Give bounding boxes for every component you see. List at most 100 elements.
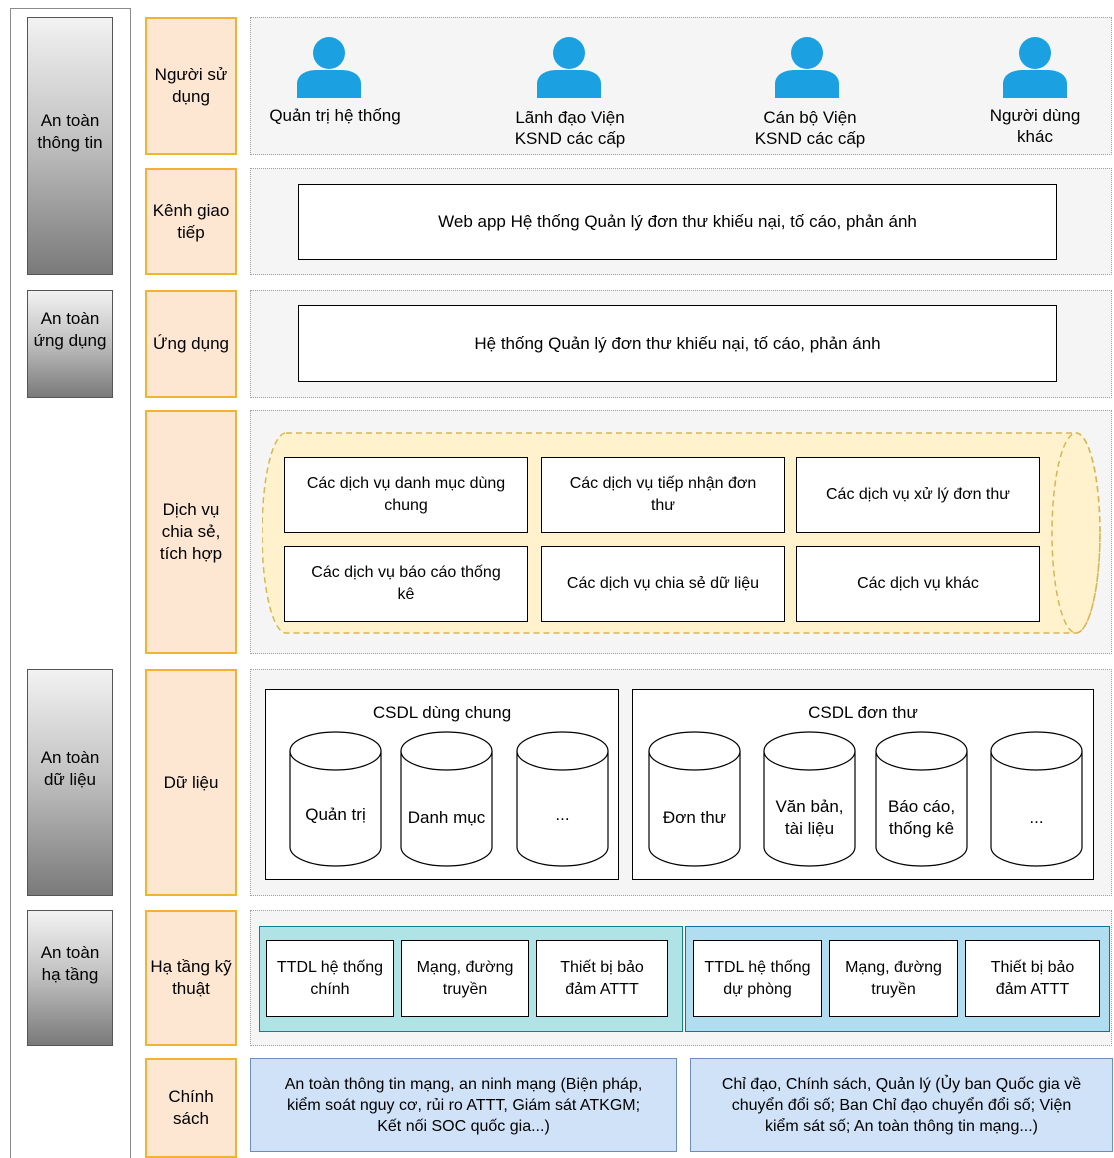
user-icon — [537, 37, 601, 98]
database-label-line: Đơn thư — [662, 808, 727, 827]
web-app-label: Web app Hệ thống Quản lý đơn thư khiếu n… — [438, 212, 917, 231]
database-label-line: Danh mục — [407, 808, 486, 827]
user-label-other: Người dùng khác — [960, 105, 1110, 147]
infra-label-line: dự phòng — [723, 980, 792, 998]
infra-label-line: đảm ATTT — [565, 980, 639, 998]
database-icon — [990, 731, 1083, 867]
infra-label-line: Thiết bị bảo — [560, 958, 644, 976]
policy-label-line: An toàn thông tin mạng, an ninh mạng (Bi… — [284, 1075, 643, 1093]
db-group-title: CSDL đơn thư — [808, 703, 918, 722]
db-group-title: CSDL dùng chung — [372, 703, 512, 722]
infra-label-line: Thiết bị bảo — [990, 958, 1075, 976]
layer-label-line: tích hợp — [159, 544, 223, 563]
infra-label-line: truyền — [871, 980, 916, 998]
user-label-line: Cán bộ Viện — [763, 108, 857, 127]
security-label-line: An toàn — [40, 943, 100, 962]
policy-label-line: Kết nối SOC quốc gia...) — [377, 1117, 550, 1135]
application-label: Hệ thống Quản lý đơn thư khiếu nại, tố c… — [474, 333, 881, 353]
security-label-line: ứng dụng — [33, 331, 107, 350]
service-label-line: Các dịch vụ xử lý đơn thư — [826, 486, 1010, 503]
policy-box-cybersecurity: An toàn thông tin mạng, an ninh mạng (Bi… — [250, 1058, 677, 1152]
database-label: Đơn thư — [648, 770, 741, 866]
infra-box: TTDL hệ thống dự phòng — [693, 940, 822, 1017]
database-label: Danh mục — [400, 770, 493, 866]
security-label-line: thông tin — [37, 133, 103, 152]
database-icon — [648, 731, 741, 867]
database-label: ... — [990, 770, 1083, 866]
service-label-line: kê — [397, 586, 415, 603]
layer-label-line: Dịch vụ — [162, 500, 220, 519]
database-label-line: Quản trị — [305, 805, 366, 824]
service-box: Các dịch vụ tiếp nhận đơn thư — [541, 457, 785, 533]
policy-label-line: Chỉ đạo, Chính sách, Quản lý (Ủy ban Quố… — [721, 1075, 1082, 1093]
policy-label-line: kiểm soát nguy cơ, rủi ro ATTT, Giám sát… — [286, 1096, 641, 1114]
infra-label-line: Mạng, đường — [845, 958, 942, 976]
layer-label-line: Ứng dụng — [153, 334, 229, 353]
service-box: Các dịch vụ xử lý đơn thư — [796, 457, 1040, 533]
layer-users: Người sử dụng — [145, 17, 237, 155]
service-box: Các dịch vụ danh mục dùng chung — [284, 457, 528, 533]
user-label-line: Lãnh đạo Viện — [515, 108, 625, 127]
user-icon — [297, 37, 361, 98]
service-label-line: Các dịch vụ tiếp nhận đơn — [569, 475, 757, 492]
service-label-line: thư — [650, 497, 676, 514]
database-label-line: Văn bản, — [775, 797, 844, 816]
infra-label-line: TTDL hệ thống — [276, 958, 384, 976]
user-label-line: KSND các cấp — [514, 129, 626, 148]
database-label-line: Báo cáo, — [887, 797, 956, 816]
database-icon — [763, 731, 856, 867]
database-label: Báo cáo, thống kê — [875, 770, 968, 866]
layer-label-line: sách — [173, 1109, 209, 1128]
infra-label-line: chính — [310, 980, 350, 998]
database-icon — [875, 731, 968, 867]
layer-data: Dữ liệu — [145, 669, 237, 896]
layer-label-line: Chính — [168, 1087, 214, 1106]
infra-box: Mạng, đường truyền — [829, 940, 958, 1017]
policy-box-governance: Chỉ đạo, Chính sách, Quản lý (Ủy ban Quố… — [690, 1058, 1113, 1152]
layer-services: Dịch vụ chia sẻ, tích hợp — [145, 410, 237, 654]
user-icon — [1003, 37, 1067, 98]
database-icon — [289, 731, 382, 867]
layer-label-line: chia sẻ, — [161, 522, 221, 541]
user-label-line: khác — [1017, 127, 1053, 146]
infra-label-line: Mạng, đường — [416, 958, 514, 976]
infra-box: Thiết bị bảo đảm ATTT — [536, 940, 668, 1017]
security-label-line: dữ liệu — [43, 769, 96, 789]
service-label-line: Các dịch vụ khác — [857, 575, 979, 592]
security-infra-block: An toàn hạ tầng — [27, 910, 113, 1046]
database-icon — [516, 731, 609, 867]
database-label-line: ... — [1029, 808, 1044, 827]
infra-label-line: TTDL hệ thống — [704, 958, 811, 976]
user-label-leaders: Lãnh đạo Viện KSND các cấp — [480, 107, 660, 149]
infra-box: Mạng, đường truyền — [401, 940, 529, 1017]
database-label: Quản trị — [289, 770, 382, 860]
security-label-line: An toàn — [40, 309, 100, 328]
user-label-line: Người dùng — [989, 106, 1081, 125]
security-app-block: An toàn ứng dụng — [27, 290, 113, 398]
user-label-line: KSND các cấp — [754, 129, 866, 148]
service-label-line: chung — [384, 497, 428, 514]
users-band — [250, 17, 1112, 155]
policy-label-line: kiểm sát số; An toàn thông tin mạng...) — [764, 1117, 1039, 1135]
service-label-line: Các dịch vụ danh mục dùng — [306, 475, 506, 492]
database-label-line: thống kê — [888, 819, 955, 838]
user-label-staff: Cán bộ Viện KSND các cấp — [720, 107, 900, 149]
infra-label-line: truyền — [442, 980, 488, 998]
layer-label-line: tiếp — [177, 222, 205, 242]
database-label-line: tài liệu — [784, 819, 835, 838]
infra-box: Thiết bị bảo đảm ATTT — [965, 940, 1100, 1017]
layer-label-line: Kênh giao — [152, 200, 230, 220]
infra-label-line: đảm ATTT — [995, 980, 1070, 998]
security-label-line: hạ tầng — [41, 965, 99, 984]
layer-label-line: Người sử — [154, 65, 228, 84]
layer-label-line: dụng — [172, 87, 210, 106]
database-label: ... — [516, 770, 609, 860]
user-icon — [775, 37, 839, 98]
infra-box: TTDL hệ thống chính — [266, 940, 394, 1017]
service-box: Các dịch vụ khác — [796, 546, 1040, 622]
layer-label-line: Hạ tầng kỹ — [150, 957, 232, 976]
